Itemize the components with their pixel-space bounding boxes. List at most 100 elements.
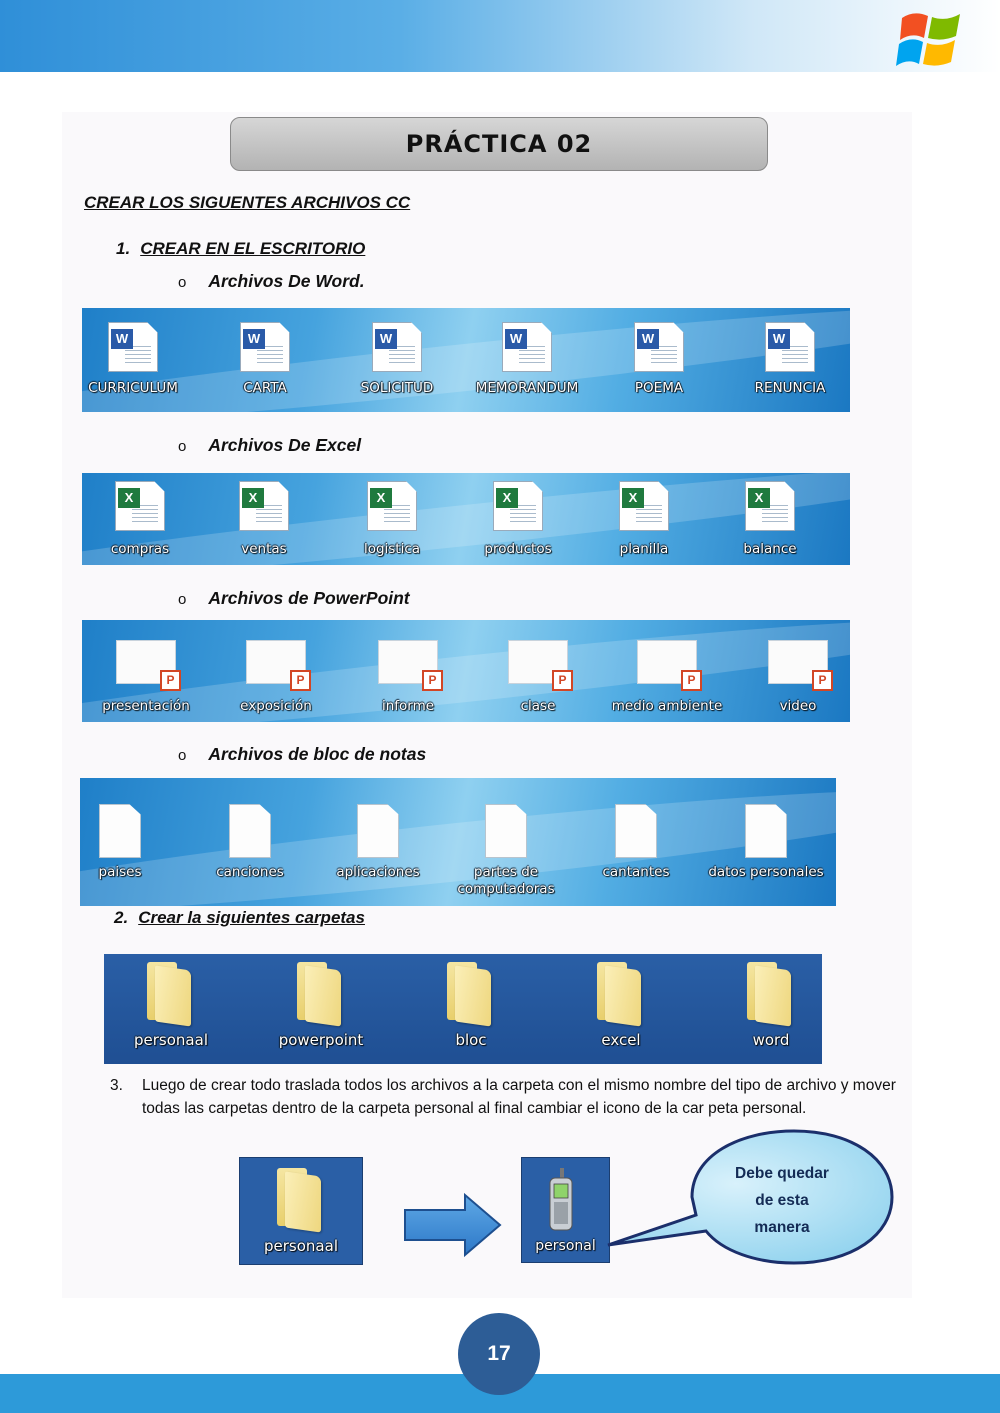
word-file[interactable]: W POEMA bbox=[608, 322, 710, 397]
folder-label: personaal bbox=[134, 1031, 208, 1049]
excel-file-icon: X bbox=[367, 481, 417, 531]
powerpoint-file[interactable]: P clase bbox=[488, 640, 588, 715]
folder-item[interactable]: bloc bbox=[418, 962, 524, 1049]
speech-bubble-text: Debe quedar de esta manera bbox=[735, 1165, 829, 1236]
excel-file[interactable]: X compras bbox=[90, 481, 190, 558]
page-title: PRÁCTICA 02 bbox=[230, 117, 768, 171]
text-file-icon bbox=[229, 804, 271, 858]
powerpoint-file[interactable]: P exposición bbox=[226, 640, 326, 715]
excel-file[interactable]: X productos bbox=[468, 481, 568, 558]
excel-file-icon: X bbox=[115, 481, 165, 531]
notepad-files-strip: paises canciones aplicaciones partes de … bbox=[80, 778, 836, 906]
file-label: medio ambiente bbox=[611, 698, 723, 714]
file-label: aplicaciones bbox=[336, 864, 420, 880]
text-file[interactable]: canciones bbox=[200, 804, 300, 881]
file-label: logistica bbox=[363, 541, 421, 557]
powerpoint-files-strip: P presentación P exposición P informe P … bbox=[82, 620, 850, 722]
file-label: cantantes bbox=[602, 864, 670, 880]
file-label: balance bbox=[743, 541, 797, 557]
file-label: POEMA bbox=[634, 380, 684, 396]
text-file[interactable]: partes de computadoras bbox=[446, 804, 566, 898]
intro-heading: CREAR LOS SIGUENTES ARCHIVOS CC bbox=[84, 193, 411, 212]
folder-label: word bbox=[752, 1031, 790, 1049]
before-folder-label: personaal bbox=[264, 1237, 338, 1255]
file-label: ventas bbox=[241, 541, 287, 557]
powerpoint-file[interactable]: P presentación bbox=[96, 640, 196, 715]
word-file-icon: W bbox=[634, 322, 684, 372]
step1-heading: 1.CREAR EN EL ESCRITORIO bbox=[116, 239, 366, 258]
folder-item[interactable]: word bbox=[718, 962, 822, 1049]
word-file[interactable]: W CURRICULUM bbox=[82, 322, 184, 397]
excel-file-icon: X bbox=[239, 481, 289, 531]
before-folder-box[interactable]: personaal bbox=[239, 1157, 363, 1265]
file-label: CARTA bbox=[243, 380, 287, 396]
folder-icon bbox=[747, 962, 795, 1027]
powerpoint-file-icon: P bbox=[116, 640, 181, 691]
powerpoint-file[interactable]: P medio ambiente bbox=[602, 640, 732, 715]
powerpoint-file-icon: P bbox=[508, 640, 573, 691]
file-label: presentación bbox=[102, 698, 190, 714]
word-file[interactable]: W SOLICITUD bbox=[346, 322, 448, 397]
file-label: RENUNCIA bbox=[754, 380, 826, 396]
file-label: paises bbox=[98, 864, 142, 880]
word-file[interactable]: W CARTA bbox=[214, 322, 316, 397]
text-file-icon bbox=[357, 804, 399, 858]
excel-file[interactable]: X balance bbox=[720, 481, 820, 558]
folder-label: excel bbox=[601, 1031, 641, 1049]
folder-icon bbox=[447, 962, 495, 1027]
word-file[interactable]: W RENUNCIA bbox=[738, 322, 842, 397]
excel-file-icon: X bbox=[619, 481, 669, 531]
file-label: partes de computadoras bbox=[457, 864, 555, 897]
folder-item[interactable]: personaal bbox=[118, 962, 224, 1049]
folder-icon bbox=[277, 1168, 325, 1233]
folder-icon bbox=[147, 962, 195, 1027]
powerpoint-file[interactable]: P informe bbox=[358, 640, 458, 715]
excel-file[interactable]: X logistica bbox=[342, 481, 442, 558]
file-label: exposición bbox=[240, 698, 312, 714]
folder-label: powerpoint bbox=[278, 1031, 364, 1049]
powerpoint-file-icon: P bbox=[768, 640, 833, 691]
excel-file-icon: X bbox=[493, 481, 543, 531]
folder-item[interactable]: excel bbox=[568, 962, 674, 1049]
folder-item[interactable]: powerpoint bbox=[268, 962, 374, 1049]
file-label: clase bbox=[520, 698, 556, 714]
word-file-icon: W bbox=[372, 322, 422, 372]
word-file-icon: W bbox=[108, 322, 158, 372]
step2-heading: 2.Crear la siguientes carpetas bbox=[114, 908, 365, 927]
folder-icon bbox=[597, 962, 645, 1027]
top-header-bar bbox=[0, 0, 1000, 72]
speech-bubble bbox=[607, 1129, 894, 1265]
file-label: CURRICULUM bbox=[88, 380, 178, 396]
after-folder-label: personal bbox=[535, 1238, 596, 1254]
text-file-icon bbox=[485, 804, 527, 858]
powerpoint-file-icon: P bbox=[246, 640, 311, 691]
powerpoint-file[interactable]: P video bbox=[748, 640, 848, 715]
file-label: planilla bbox=[619, 541, 669, 557]
windows-logo-icon bbox=[896, 13, 960, 66]
text-file[interactable]: cantantes bbox=[586, 804, 686, 881]
word-file[interactable]: W MEMORANDUM bbox=[464, 322, 590, 397]
arrow-right-icon bbox=[404, 1192, 502, 1258]
file-label: compras bbox=[110, 541, 170, 557]
excel-file[interactable]: X planilla bbox=[594, 481, 694, 558]
text-file-icon bbox=[745, 804, 787, 858]
text-file-icon bbox=[99, 804, 141, 858]
excel-files-strip: X compras X ventas X logistica X product… bbox=[82, 473, 850, 565]
folder-label: bloc bbox=[455, 1031, 487, 1049]
file-label: SOLICITUD bbox=[360, 380, 434, 396]
excel-file[interactable]: X ventas bbox=[214, 481, 314, 558]
powerpoint-file-icon: P bbox=[378, 640, 443, 691]
page-number: 17 bbox=[458, 1313, 540, 1395]
text-file[interactable]: aplicaciones bbox=[324, 804, 432, 881]
folders-strip: personaal powerpoint bloc excel word bbox=[104, 954, 822, 1064]
word-file-icon: W bbox=[502, 322, 552, 372]
text-file[interactable]: datos personales bbox=[704, 804, 828, 881]
folder-icon bbox=[297, 962, 345, 1027]
word-files-strip: W CURRICULUM W CARTA W SOLICITUD W MEMOR… bbox=[82, 308, 850, 412]
text-file[interactable]: paises bbox=[80, 804, 160, 881]
phone-icon bbox=[549, 1168, 573, 1231]
